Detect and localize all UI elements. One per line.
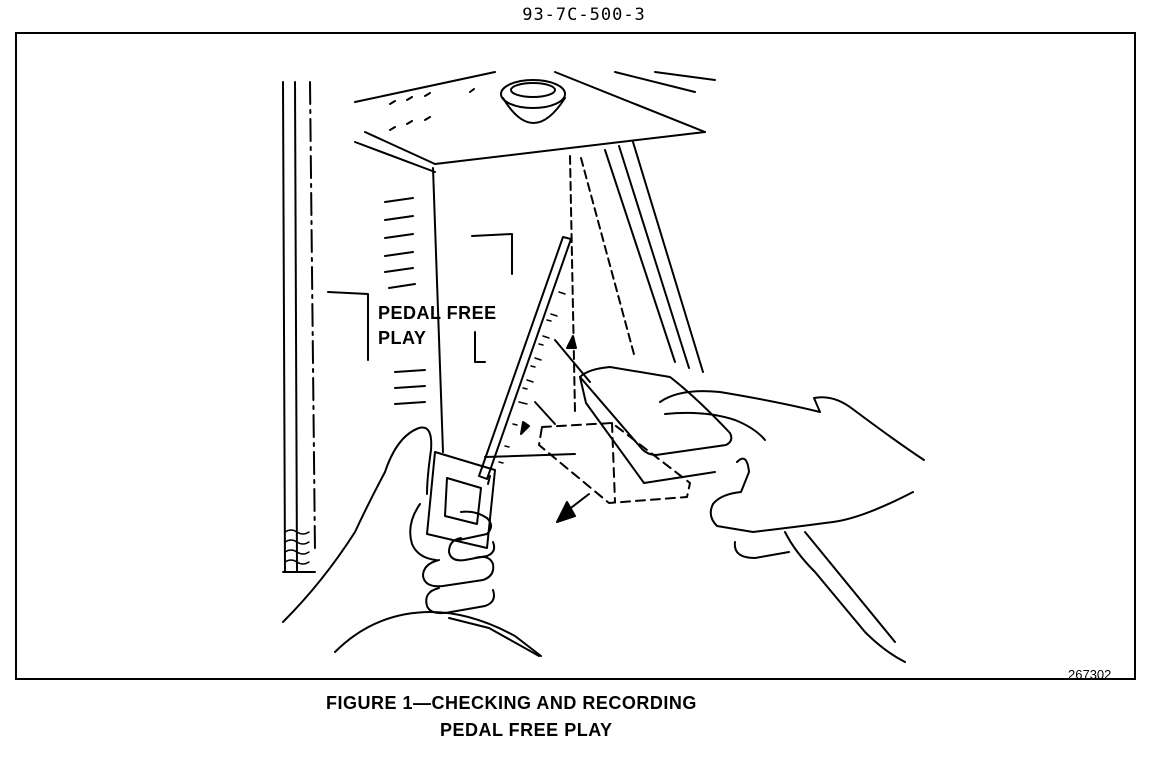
- door-pillar: [282, 81, 316, 573]
- caption-line-1: FIGURE 1—CHECKING AND RECORDING: [326, 693, 697, 713]
- direction-arrow: [556, 493, 590, 523]
- free-play-dimension: [520, 335, 591, 435]
- tape-measure: [426, 236, 572, 549]
- plate-number: 267302: [1068, 667, 1112, 682]
- carpet-texture: [284, 529, 310, 565]
- figure-caption: FIGURE 1—CHECKING AND RECORDING PEDAL FR…: [326, 690, 697, 744]
- side-panel: [327, 141, 513, 453]
- right-hand: [659, 390, 925, 663]
- pedal-free-play-callout: PEDAL FREE PLAY: [378, 301, 497, 351]
- left-hand: [282, 426, 542, 657]
- dome-light: [500, 79, 566, 124]
- brake-pedal: [579, 366, 733, 484]
- document-code: 93-7C-500-3: [522, 5, 646, 25]
- floor-line: [484, 453, 576, 458]
- callout-line-2: PLAY: [378, 328, 427, 348]
- pedal-released-dashed: [538, 422, 691, 504]
- pedal-free-play-illustration: [282, 71, 925, 663]
- callout-line-1: PEDAL FREE: [378, 303, 497, 323]
- steering-column: [569, 141, 704, 413]
- figure-frame: [15, 32, 1136, 680]
- caption-line-2: PEDAL FREE PLAY: [440, 720, 613, 740]
- dash-panel: [354, 71, 716, 165]
